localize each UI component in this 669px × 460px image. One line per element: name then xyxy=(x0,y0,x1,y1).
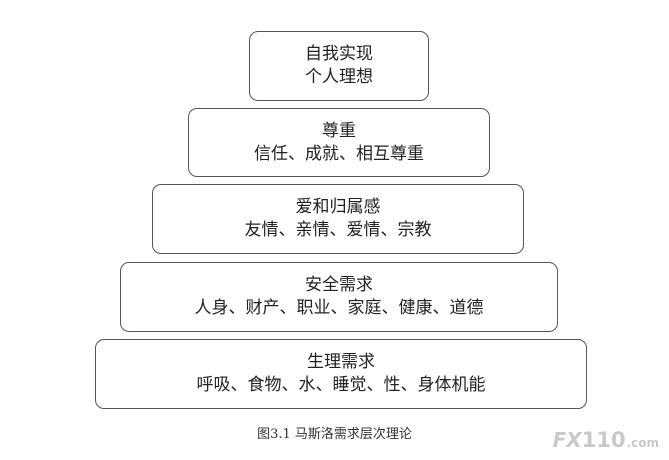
pyramid-level-love-belonging: 爱和归属感 友情、亲情、爱情、宗教 xyxy=(152,184,524,254)
watermark-fx: FX xyxy=(552,428,582,452)
figure-caption: 图3.1 马斯洛需求层次理论 xyxy=(257,427,412,442)
pyramid-level-physiological: 生理需求 呼吸、食物、水、睡觉、性、身体机能 xyxy=(95,339,587,409)
pyramid-level-safety: 安全需求 人身、财产、职业、家庭、健康、道德 xyxy=(120,262,558,332)
level-title: 自我实现 xyxy=(305,44,373,64)
pyramid-level-esteem: 尊重 信任、成就、相互尊重 xyxy=(188,108,490,177)
level-details: 人身、财产、职业、家庭、健康、道德 xyxy=(194,298,484,318)
watermark-logo: FX 110 .com xyxy=(553,428,659,452)
level-title: 生理需求 xyxy=(307,352,375,372)
watermark-domain: .com xyxy=(626,436,659,450)
level-details: 个人理想 xyxy=(305,67,373,87)
level-title: 爱和归属感 xyxy=(295,197,381,217)
pyramid-level-self-actualization: 自我实现 个人理想 xyxy=(249,31,429,101)
level-title: 尊重 xyxy=(322,120,356,141)
watermark-number: 110 xyxy=(581,428,626,452)
level-details: 呼吸、食物、水、睡觉、性、身体机能 xyxy=(196,375,486,395)
level-details: 信任、成就、相互尊重 xyxy=(254,143,424,164)
level-details: 友情、亲情、爱情、宗教 xyxy=(244,220,432,240)
level-title: 安全需求 xyxy=(305,275,373,295)
